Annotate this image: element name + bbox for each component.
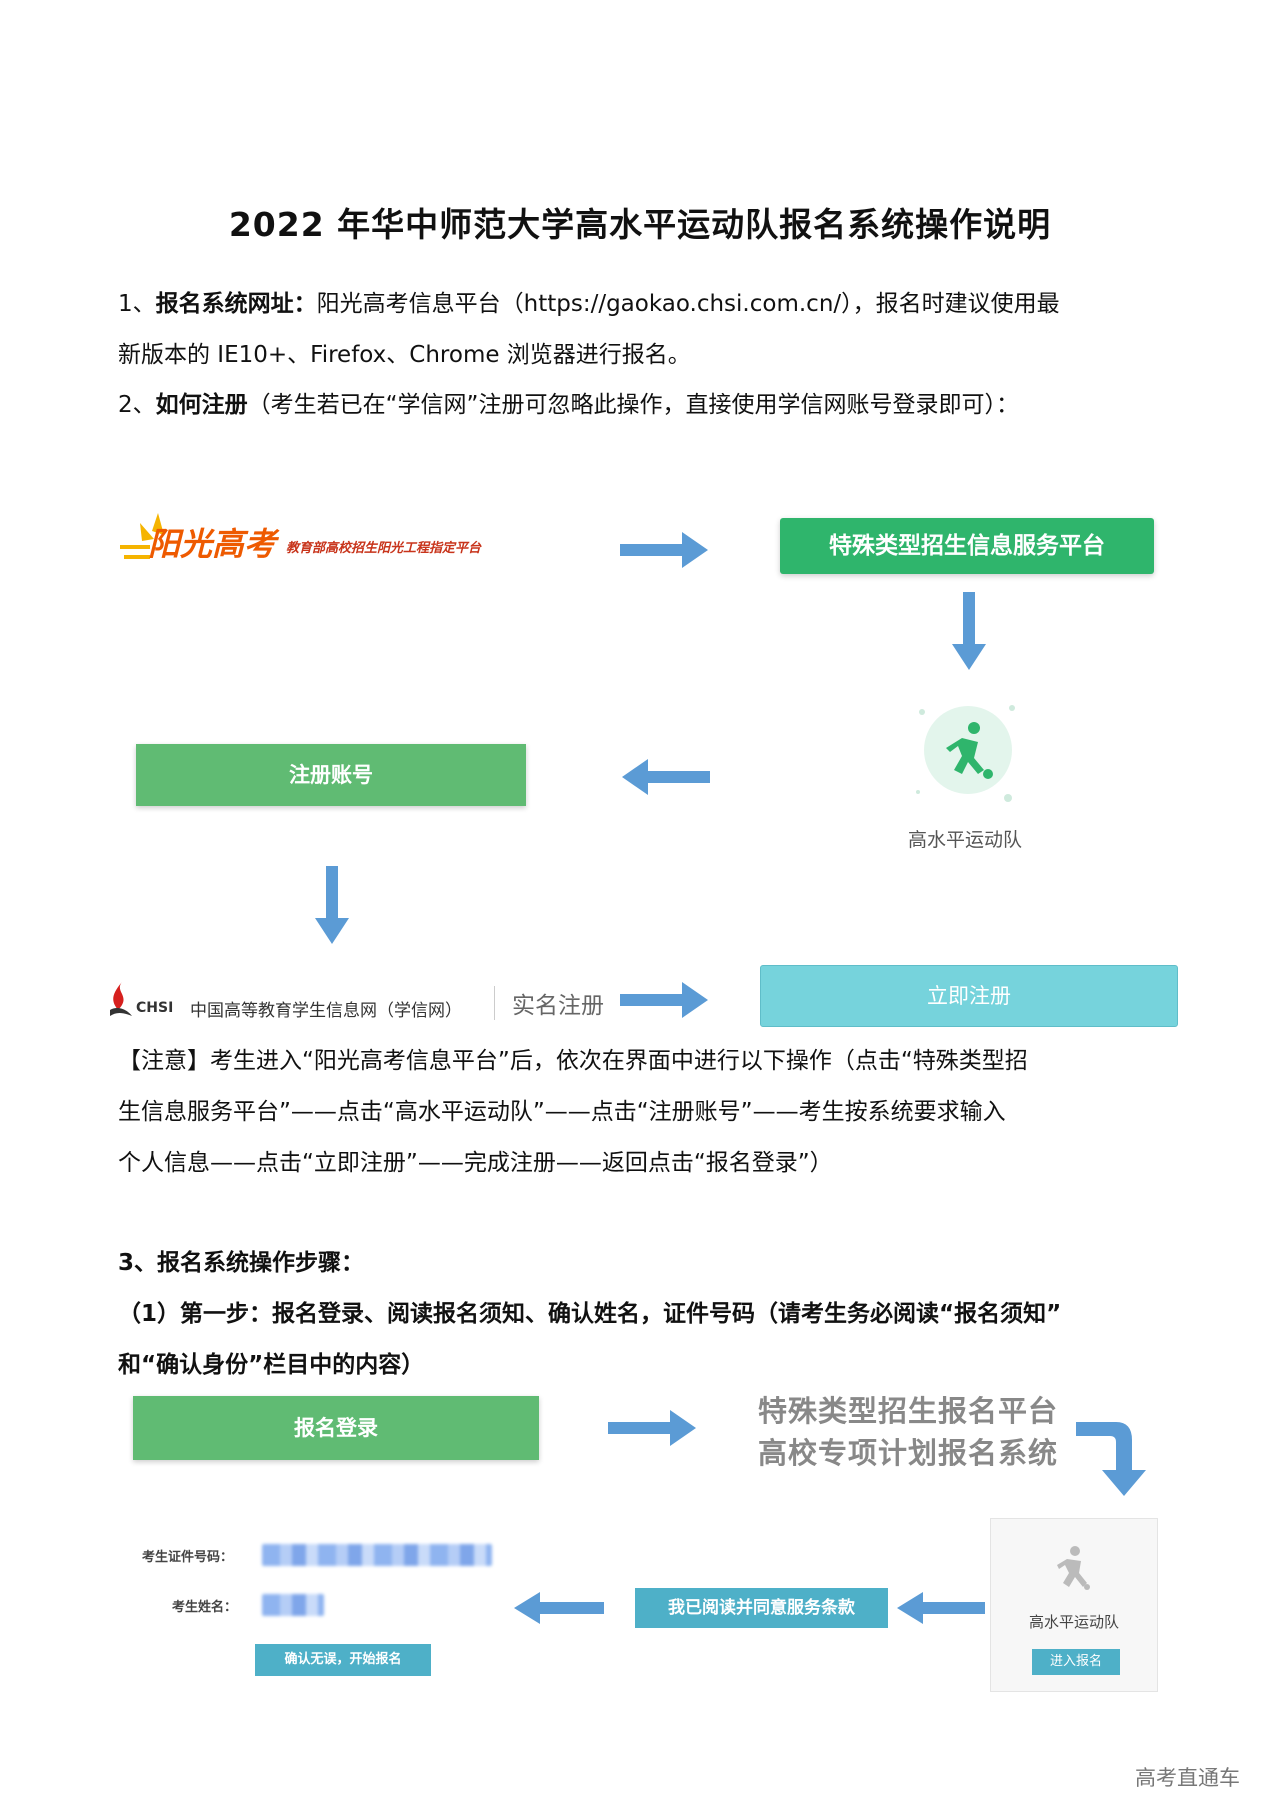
section-1-label: 报名系统网址：	[155, 291, 317, 317]
arrow-left-icon	[512, 1590, 604, 1626]
step1-line1: （1）第一步：报名登录、阅读报名须知、确认姓名，证件号码（请考生务必阅读“报名须…	[118, 1301, 1062, 1327]
chsi-brand: CHSI	[136, 1000, 174, 1016]
section-2-text: （考生若已在“学信网”注册可忽略此操作，直接使用学信网账号登录即可）：	[247, 392, 1019, 418]
sports-team-card[interactable]	[910, 700, 1020, 810]
watermark: 高考直通车	[1135, 1766, 1240, 1790]
section-3: 3、报名系统操作步骤： （1）第一步：报名登录、阅读报名须知、确认姓名，证件号码…	[118, 1238, 1178, 1391]
running-athlete-icon	[916, 705, 1015, 802]
agree-terms-button[interactable]: 我已阅读并同意服务条款	[635, 1588, 888, 1628]
page-title: 2022 年华中师范大学高水平运动队报名系统操作说明	[228, 205, 1052, 244]
name-label: 考生姓名：	[172, 1600, 238, 1615]
register-now-button[interactable]: 立即注册	[760, 965, 1178, 1027]
logo-sub-text: 教育部高校招生阳光工程指定平台	[286, 541, 482, 556]
id-number-label: 考生证件号码：	[142, 1550, 234, 1565]
section-2-label: 如何注册	[155, 392, 248, 418]
login-button[interactable]: 报名登录	[133, 1396, 539, 1460]
note-line2: 生信息服务平台”——点击“高水平运动队”——点击“注册账号”——考生按系统要求输…	[118, 1099, 1006, 1125]
identity-confirm-form: 考生证件号码： 考生姓名： 确认无误，开始报名	[120, 1540, 500, 1690]
arrow-down-icon	[951, 592, 987, 672]
step1-line2: 和“确认身份”栏目中的内容）	[118, 1352, 425, 1378]
register-account-button[interactable]: 注册账号	[136, 744, 526, 806]
section-1: 1、报名系统网址：阳光高考信息平台（https://gaokao.chsi.co…	[118, 279, 1178, 381]
platform-title-line2: 高校专项计划报名系统	[758, 1436, 1059, 1470]
arrow-curve-down-icon	[1074, 1420, 1154, 1500]
chsi-flame-icon	[110, 982, 132, 1016]
chsi-name: 中国高等教育学生信息网（学信网）	[190, 1001, 462, 1021]
section-1-text-line2: 新版本的 IE10+、Firefox、Chrome 浏览器进行报名。	[118, 342, 691, 368]
running-athlete-icon	[1057, 1546, 1090, 1590]
name-value[interactable]	[262, 1594, 324, 1616]
arrow-down-icon	[314, 866, 350, 946]
card-label: 高水平运动队	[1028, 1613, 1119, 1631]
section-2: 2、如何注册（考生若已在“学信网”注册可忽略此操作，直接使用学信网账号登录即可）…	[118, 380, 1178, 431]
section-2-number: 2、	[118, 392, 156, 418]
divider	[494, 986, 495, 1020]
logo-main-text: 阳光高考	[148, 525, 277, 563]
confirm-start-button[interactable]: 确认无误，开始报名	[255, 1644, 431, 1676]
chsi-header: CHSI 中国高等教育学生信息网（学信网） 实名注册	[106, 978, 626, 1028]
note-line1: 【注意】考生进入“阳光高考信息平台”后，依次在界面中进行以下操作（点击“特殊类型…	[118, 1048, 1028, 1074]
section-3-heading: 3、报名系统操作步骤：	[118, 1250, 365, 1276]
platform-title: 特殊类型招生报名平台 高校专项计划报名系统	[758, 1390, 1058, 1474]
arrow-right-icon	[608, 1408, 698, 1448]
realname-register-label: 实名注册	[512, 993, 604, 1019]
id-number-value[interactable]	[262, 1544, 492, 1566]
enter-registration-button[interactable]: 进入报名	[1032, 1649, 1120, 1675]
special-admission-platform-button[interactable]: 特殊类型招生信息服务平台	[780, 518, 1154, 574]
sun-rays-icon	[120, 513, 164, 559]
arrow-left-icon	[895, 1590, 985, 1626]
platform-title-line1: 特殊类型招生报名平台	[758, 1394, 1059, 1428]
sunshine-gaokao-logo: 阳光高考 教育部高校招生阳光工程指定平台	[118, 505, 518, 575]
note-paragraph: 【注意】考生进入“阳光高考信息平台”后，依次在界面中进行以下操作（点击“特殊类型…	[118, 1036, 1178, 1189]
arrow-left-icon	[620, 757, 710, 797]
section-1-text-line1: 阳光高考信息平台（https://gaokao.chsi.com.cn/），报名…	[316, 291, 1060, 317]
section-1-number: 1、	[118, 291, 156, 317]
note-line3: 个人信息——点击“立即注册”——完成注册——返回点击“报名登录”）	[118, 1150, 833, 1176]
arrow-right-icon	[620, 530, 710, 570]
sports-team-label: 高水平运动队	[907, 829, 1022, 851]
arrow-right-icon	[620, 980, 710, 1020]
sports-team-entry-card: 高水平运动队 进入报名	[990, 1518, 1158, 1692]
